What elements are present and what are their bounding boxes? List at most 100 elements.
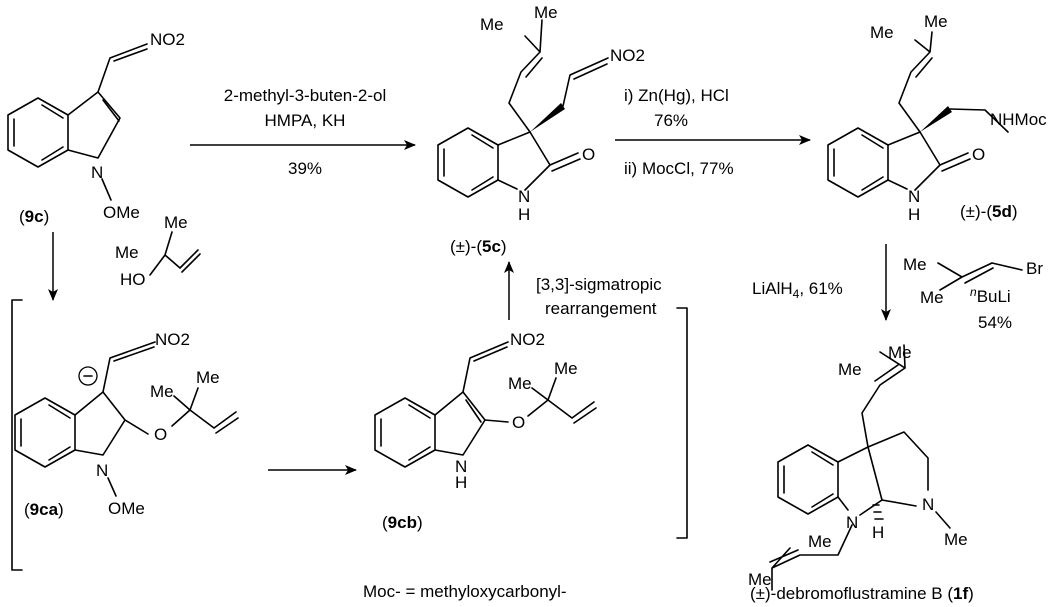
9ca-methoxy: OMe xyxy=(108,499,145,518)
5d-methyl-top: Me xyxy=(924,12,948,31)
1f-indoline-ring xyxy=(837,446,883,516)
1f-prenyl-methyl-top: Me xyxy=(808,532,832,551)
1f-n-methyl-group: Me xyxy=(944,530,968,549)
5c-prenyl-chain xyxy=(508,19,543,133)
5d-aminoethyl-chain xyxy=(949,108,1009,133)
5c-nitrogen: N xyxy=(518,187,530,206)
9cb-ether-bonds xyxy=(484,377,597,424)
9ca-n-o-bond xyxy=(107,477,117,497)
9cb-ether-oxygen: O xyxy=(512,413,525,432)
compound-5d: Me Me NHMoc N H O (±)-(5d) xyxy=(827,12,1047,224)
footnote-moc: Moc- = methyloxycarbonyl- xyxy=(363,582,567,601)
9ca-ring-inner-bonds xyxy=(20,404,71,461)
9ca-ether-bonds xyxy=(124,387,239,435)
step3-reduction: LiAlH4, 61% xyxy=(752,279,843,301)
9cb-pyrrole-double xyxy=(465,399,482,423)
step1-yield: 39% xyxy=(288,159,322,178)
5c-benzene-ring xyxy=(437,127,499,198)
9ca-ring xyxy=(74,391,126,456)
5d-nitrogen: N xyxy=(908,187,920,206)
5d-prenyl-chain xyxy=(898,31,933,133)
bracket-left xyxy=(11,299,23,571)
rearrangement-line1: [3,3]-sigmatropic xyxy=(536,275,662,294)
alcohol-bonds xyxy=(149,231,201,276)
9c-n-o-bond xyxy=(101,178,112,201)
9c-benzene-ring xyxy=(7,97,69,168)
1f-n-methyl xyxy=(935,511,951,529)
step3-yield: 54% xyxy=(978,313,1012,332)
1f-ring-fusion-hash xyxy=(872,504,884,520)
9ca-ether-oxygen: O xyxy=(154,425,167,444)
1f-benzene-ring xyxy=(777,444,839,515)
5c-methyl-left: Me xyxy=(480,15,504,34)
alcohol-reagent-structure: Me Me HO xyxy=(115,213,201,289)
step1-additives: HMPA, KH xyxy=(265,111,346,130)
5d-label: (±)-(5d) xyxy=(960,202,1018,221)
9ca-nitrovinyl xyxy=(102,341,156,393)
9ca-benzene-ring xyxy=(14,397,76,468)
5d-ring-inner-bonds xyxy=(833,134,884,191)
9ca-label: (9ca) xyxy=(24,500,64,519)
9cb-nitrovinyl xyxy=(462,341,509,393)
step2-yield: 76% xyxy=(654,111,688,130)
bracket-right xyxy=(676,307,688,539)
1f-methyl-left: Me xyxy=(838,360,862,379)
prenyl-bromine: Br xyxy=(1026,259,1043,278)
alcohol-methyl-left: Me xyxy=(115,243,139,262)
1f-prenyl-methyl-bottom: Me xyxy=(748,570,772,589)
9c-ring-inner-bonds xyxy=(13,104,64,161)
5d-nhmoc-group: NHMoc xyxy=(990,110,1047,129)
9c-no2-group: NO2 xyxy=(150,30,185,49)
9cb-no2-group: NO2 xyxy=(510,330,545,349)
5d-methyl-left: Me xyxy=(870,23,894,42)
5d-benzene-ring xyxy=(827,127,889,198)
step3-base: nBuLi xyxy=(970,285,1011,306)
alcohol-hydroxyl: HO xyxy=(120,270,146,289)
9cb-benzene-ring xyxy=(374,397,436,468)
1f-indoline-nitrogen: N xyxy=(846,513,858,532)
9ca-carbanion-circle xyxy=(78,366,98,386)
9ca-nitrogen: N xyxy=(96,461,108,480)
9cb-nitrogen: N xyxy=(455,457,467,476)
5c-carbonyl xyxy=(549,152,581,172)
prenyl-bromide-bonds xyxy=(937,262,1023,291)
1f-methyl-right: Me xyxy=(888,343,912,362)
step2-reduction: i) Zn(Hg), HCl xyxy=(624,86,729,105)
compound-9cb: NO2 Me Me O N H (9cb) xyxy=(374,330,597,532)
9c-vinyl-chain xyxy=(97,43,148,93)
5d-nh-hydrogen: H xyxy=(908,205,920,224)
9c-nitrogen: N xyxy=(91,163,103,182)
9cb-label: (9cb) xyxy=(382,513,423,532)
5d-carbonyl xyxy=(939,152,971,172)
9c-pyrrole-double xyxy=(102,99,120,122)
9cb-methyl-left: Me xyxy=(508,374,532,393)
compound-1f: Me Me N Me N H Me Me (±)-debromoflustram… xyxy=(748,343,974,603)
prenyl-methyl-top: Me xyxy=(903,255,927,274)
9cb-methyl-right: Me xyxy=(554,359,578,378)
5c-ring-inner-bonds xyxy=(443,134,494,191)
compound-5c: Me Me NO2 N H O (±)-(5c) xyxy=(437,3,645,256)
compound-9c: NO2 N OMe (9c) xyxy=(7,30,185,226)
5d-stereo-wedge xyxy=(920,106,952,132)
9cb-nh-hydrogen: H xyxy=(455,473,467,492)
5c-stereo-wedge xyxy=(530,103,565,132)
1f-ring-inner-bonds xyxy=(783,451,834,508)
5d-oxindole-ring xyxy=(887,131,941,191)
9cb-pyrrole-ring xyxy=(434,391,486,456)
1f-label: (±)-debromoflustramine B (1f) xyxy=(750,584,974,603)
5c-no2-group: NO2 xyxy=(610,46,645,65)
9c-pyrrole-ring xyxy=(67,91,121,159)
5c-nh-hydrogen: H xyxy=(518,205,530,224)
1f-ring-fusion-hydrogen: H xyxy=(872,523,884,542)
prenyl-methyl-bottom: Me xyxy=(920,288,944,307)
1f-pyrrolidine-ring xyxy=(867,431,929,507)
step1-reagent: 2-methyl-3-buten-2-ol xyxy=(224,86,387,105)
5c-label: (±)-(5c) xyxy=(450,237,507,256)
1f-n-prenyl xyxy=(769,524,853,591)
5c-oxindole-ring xyxy=(497,131,551,191)
1f-pyrrolidine-nitrogen: N xyxy=(922,495,934,514)
9cb-ring-inner-bonds xyxy=(380,404,431,461)
9c-label: (9c) xyxy=(19,207,49,226)
5d-carbonyl-oxygen: O xyxy=(972,145,985,164)
